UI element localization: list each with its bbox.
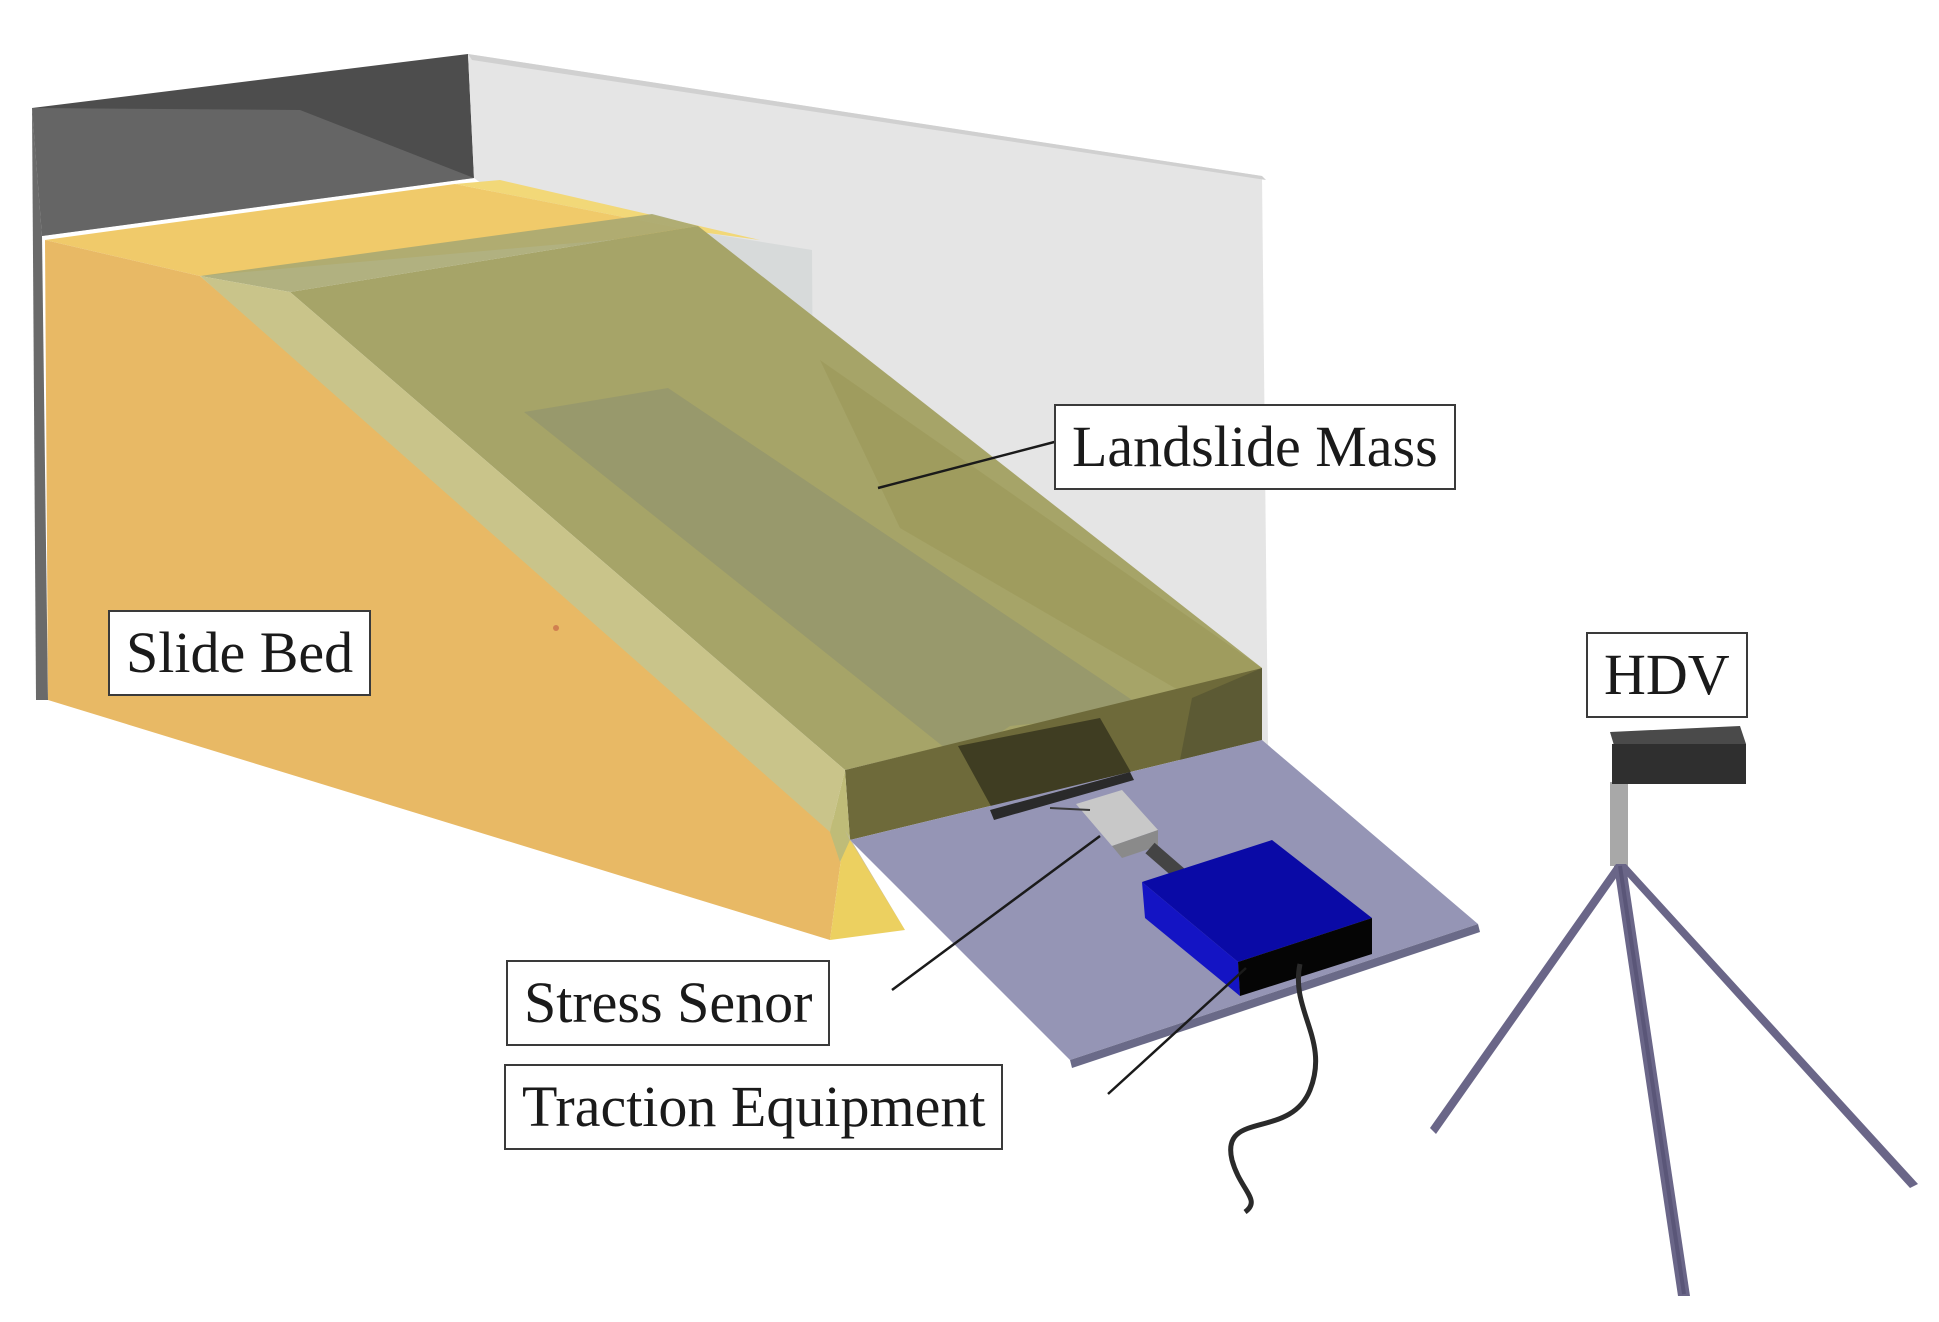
hdv-camera [1610, 726, 1746, 784]
leader-line-landslide-mass [877, 438, 1063, 490]
leader-line-traction-equipment [1107, 967, 1247, 1095]
traction-equipment [1142, 840, 1372, 1215]
label-traction-equipment: Traction Equipment [504, 1064, 1004, 1150]
label-landslide-mass: Landslide Mass [1054, 404, 1456, 490]
leader-line-stress-sensor [891, 834, 1101, 992]
landslide-mass [200, 214, 1262, 862]
leader-lines [877, 438, 1247, 1095]
label-stress-sensor: Stress Senor [506, 960, 831, 1046]
label-hdv: HDV [1586, 632, 1748, 718]
stress-sensor [990, 772, 1185, 880]
hdv-tripod [1430, 782, 1918, 1296]
rear-wall [32, 54, 474, 700]
dot-mark [553, 625, 559, 631]
label-slide-bed: Slide Bed [108, 610, 372, 696]
